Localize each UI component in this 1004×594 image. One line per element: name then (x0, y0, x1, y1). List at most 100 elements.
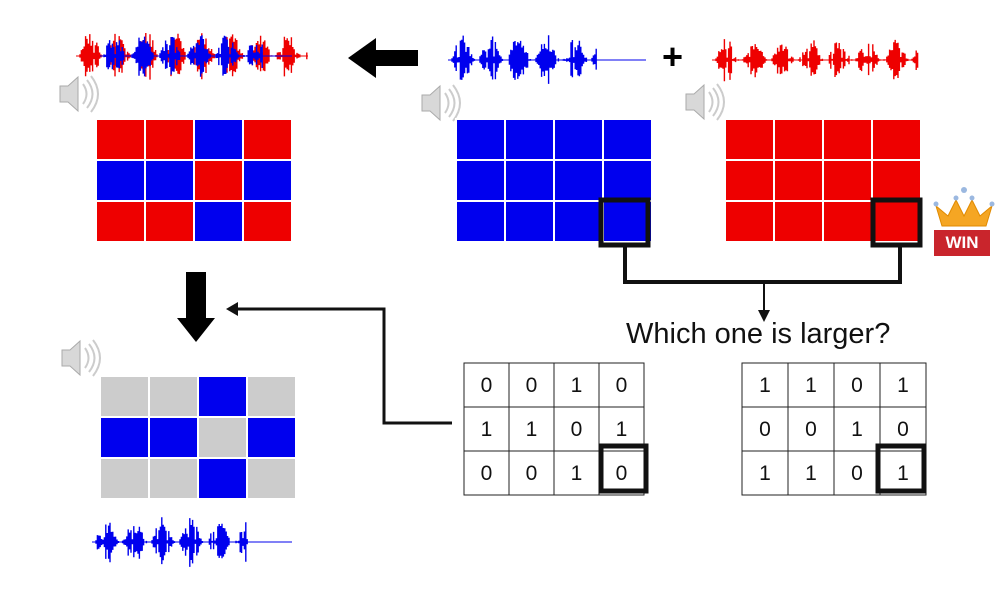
down-arrow-icon (177, 272, 215, 342)
speaker-icon[interactable] (61, 339, 101, 377)
mask-value: 0 (616, 374, 628, 397)
grid-cell (602, 118, 653, 161)
speaker-icon[interactable] (685, 83, 725, 121)
grid-cell (99, 416, 150, 459)
grid-cell (193, 200, 244, 243)
mask-cell (463, 406, 510, 452)
grid-cell (246, 457, 297, 500)
grid-cell (455, 200, 506, 243)
mask-cell (741, 362, 789, 408)
left-arrow-icon (348, 38, 418, 78)
mask-cell (879, 362, 927, 408)
mask-cell (787, 450, 835, 496)
mask-value: 1 (897, 462, 909, 485)
grid-cell (99, 375, 150, 418)
mask-cell (833, 362, 881, 408)
grid-cell (148, 416, 199, 459)
mask-value: 0 (526, 374, 538, 397)
mask-value: 1 (897, 374, 909, 397)
plus-sign: + (662, 36, 684, 77)
mask-value: 0 (526, 462, 538, 485)
mask-value: 1 (616, 418, 628, 441)
mask-cell (598, 362, 645, 408)
grid-cell (504, 118, 555, 161)
mask-value: 1 (481, 418, 493, 441)
grid-cell (553, 200, 604, 243)
mask-value: 1 (759, 374, 771, 397)
grid-cell (197, 416, 248, 459)
mask-cell (553, 362, 600, 408)
blue-spectrogram-grid (455, 118, 653, 243)
grid-cell (144, 159, 195, 202)
mask-cell (463, 450, 510, 496)
mask-value: 1 (805, 374, 817, 397)
grid-cell (773, 118, 824, 161)
highlight-box (875, 443, 927, 494)
mask-value: 0 (481, 462, 493, 485)
comparison-question: Which one is larger? (626, 318, 891, 350)
grid-cell (553, 118, 604, 161)
grid-cell (602, 159, 653, 202)
mask-value: 1 (759, 462, 771, 485)
crown-icon (933, 187, 995, 227)
red-spectrogram-grid (724, 118, 922, 243)
grid-cell (242, 159, 293, 202)
grid-cell (871, 118, 922, 161)
win-badge: WIN (934, 230, 990, 256)
grid-cell (148, 375, 199, 418)
grid-cell (724, 159, 775, 202)
grid-cell (144, 118, 195, 161)
mask-value: 0 (481, 374, 493, 397)
grid-cell (246, 375, 297, 418)
grid-cell (95, 159, 146, 202)
masked-spectrogram-grid (99, 375, 297, 500)
mask-value: 1 (526, 418, 538, 441)
mask-value: 0 (616, 462, 628, 485)
grid-cell (504, 200, 555, 243)
mask-value: 1 (851, 418, 863, 441)
mixture-waveform (76, 33, 308, 80)
mask-cell (833, 406, 881, 452)
mask-cell (463, 362, 510, 408)
highlight-box (598, 443, 649, 494)
mask-cell (879, 450, 927, 496)
grid-cell (197, 457, 248, 500)
speaker-icon[interactable] (421, 84, 461, 122)
grid-cell (246, 416, 297, 459)
mask-value: 0 (571, 418, 583, 441)
mask-value: 0 (805, 418, 817, 441)
grid-cell (553, 159, 604, 202)
grid-cell (99, 457, 150, 500)
connector-arrowhead (758, 310, 770, 322)
grid-cell (242, 118, 293, 161)
highlight-box (870, 197, 923, 248)
grid-cell (822, 159, 873, 202)
speaker-icon[interactable] (59, 75, 99, 113)
mask-value: 0 (897, 418, 909, 441)
red-source-waveform (712, 39, 919, 82)
grid-cell (871, 200, 922, 243)
grid-cell (602, 200, 653, 243)
grid-cell (455, 118, 506, 161)
grid-cell (95, 118, 146, 161)
mask-cell (553, 406, 600, 452)
mask-cell (787, 406, 835, 452)
mask-cell (741, 406, 789, 452)
grid-cell (773, 159, 824, 202)
mask-apply-arrowhead (226, 302, 238, 316)
mask-cell (741, 450, 789, 496)
grid-cell (455, 159, 506, 202)
mixture-spectrogram-grid (95, 118, 293, 243)
grid-cell (193, 118, 244, 161)
comparison-connector (623, 245, 902, 284)
grid-cell (773, 200, 824, 243)
grid-cell (822, 118, 873, 161)
grid-cell (197, 375, 248, 418)
mask-value: 0 (759, 418, 771, 441)
mask-cell (553, 450, 600, 496)
grid-cell (504, 159, 555, 202)
blue-source-waveform (448, 35, 646, 84)
grid-cell (148, 457, 199, 500)
